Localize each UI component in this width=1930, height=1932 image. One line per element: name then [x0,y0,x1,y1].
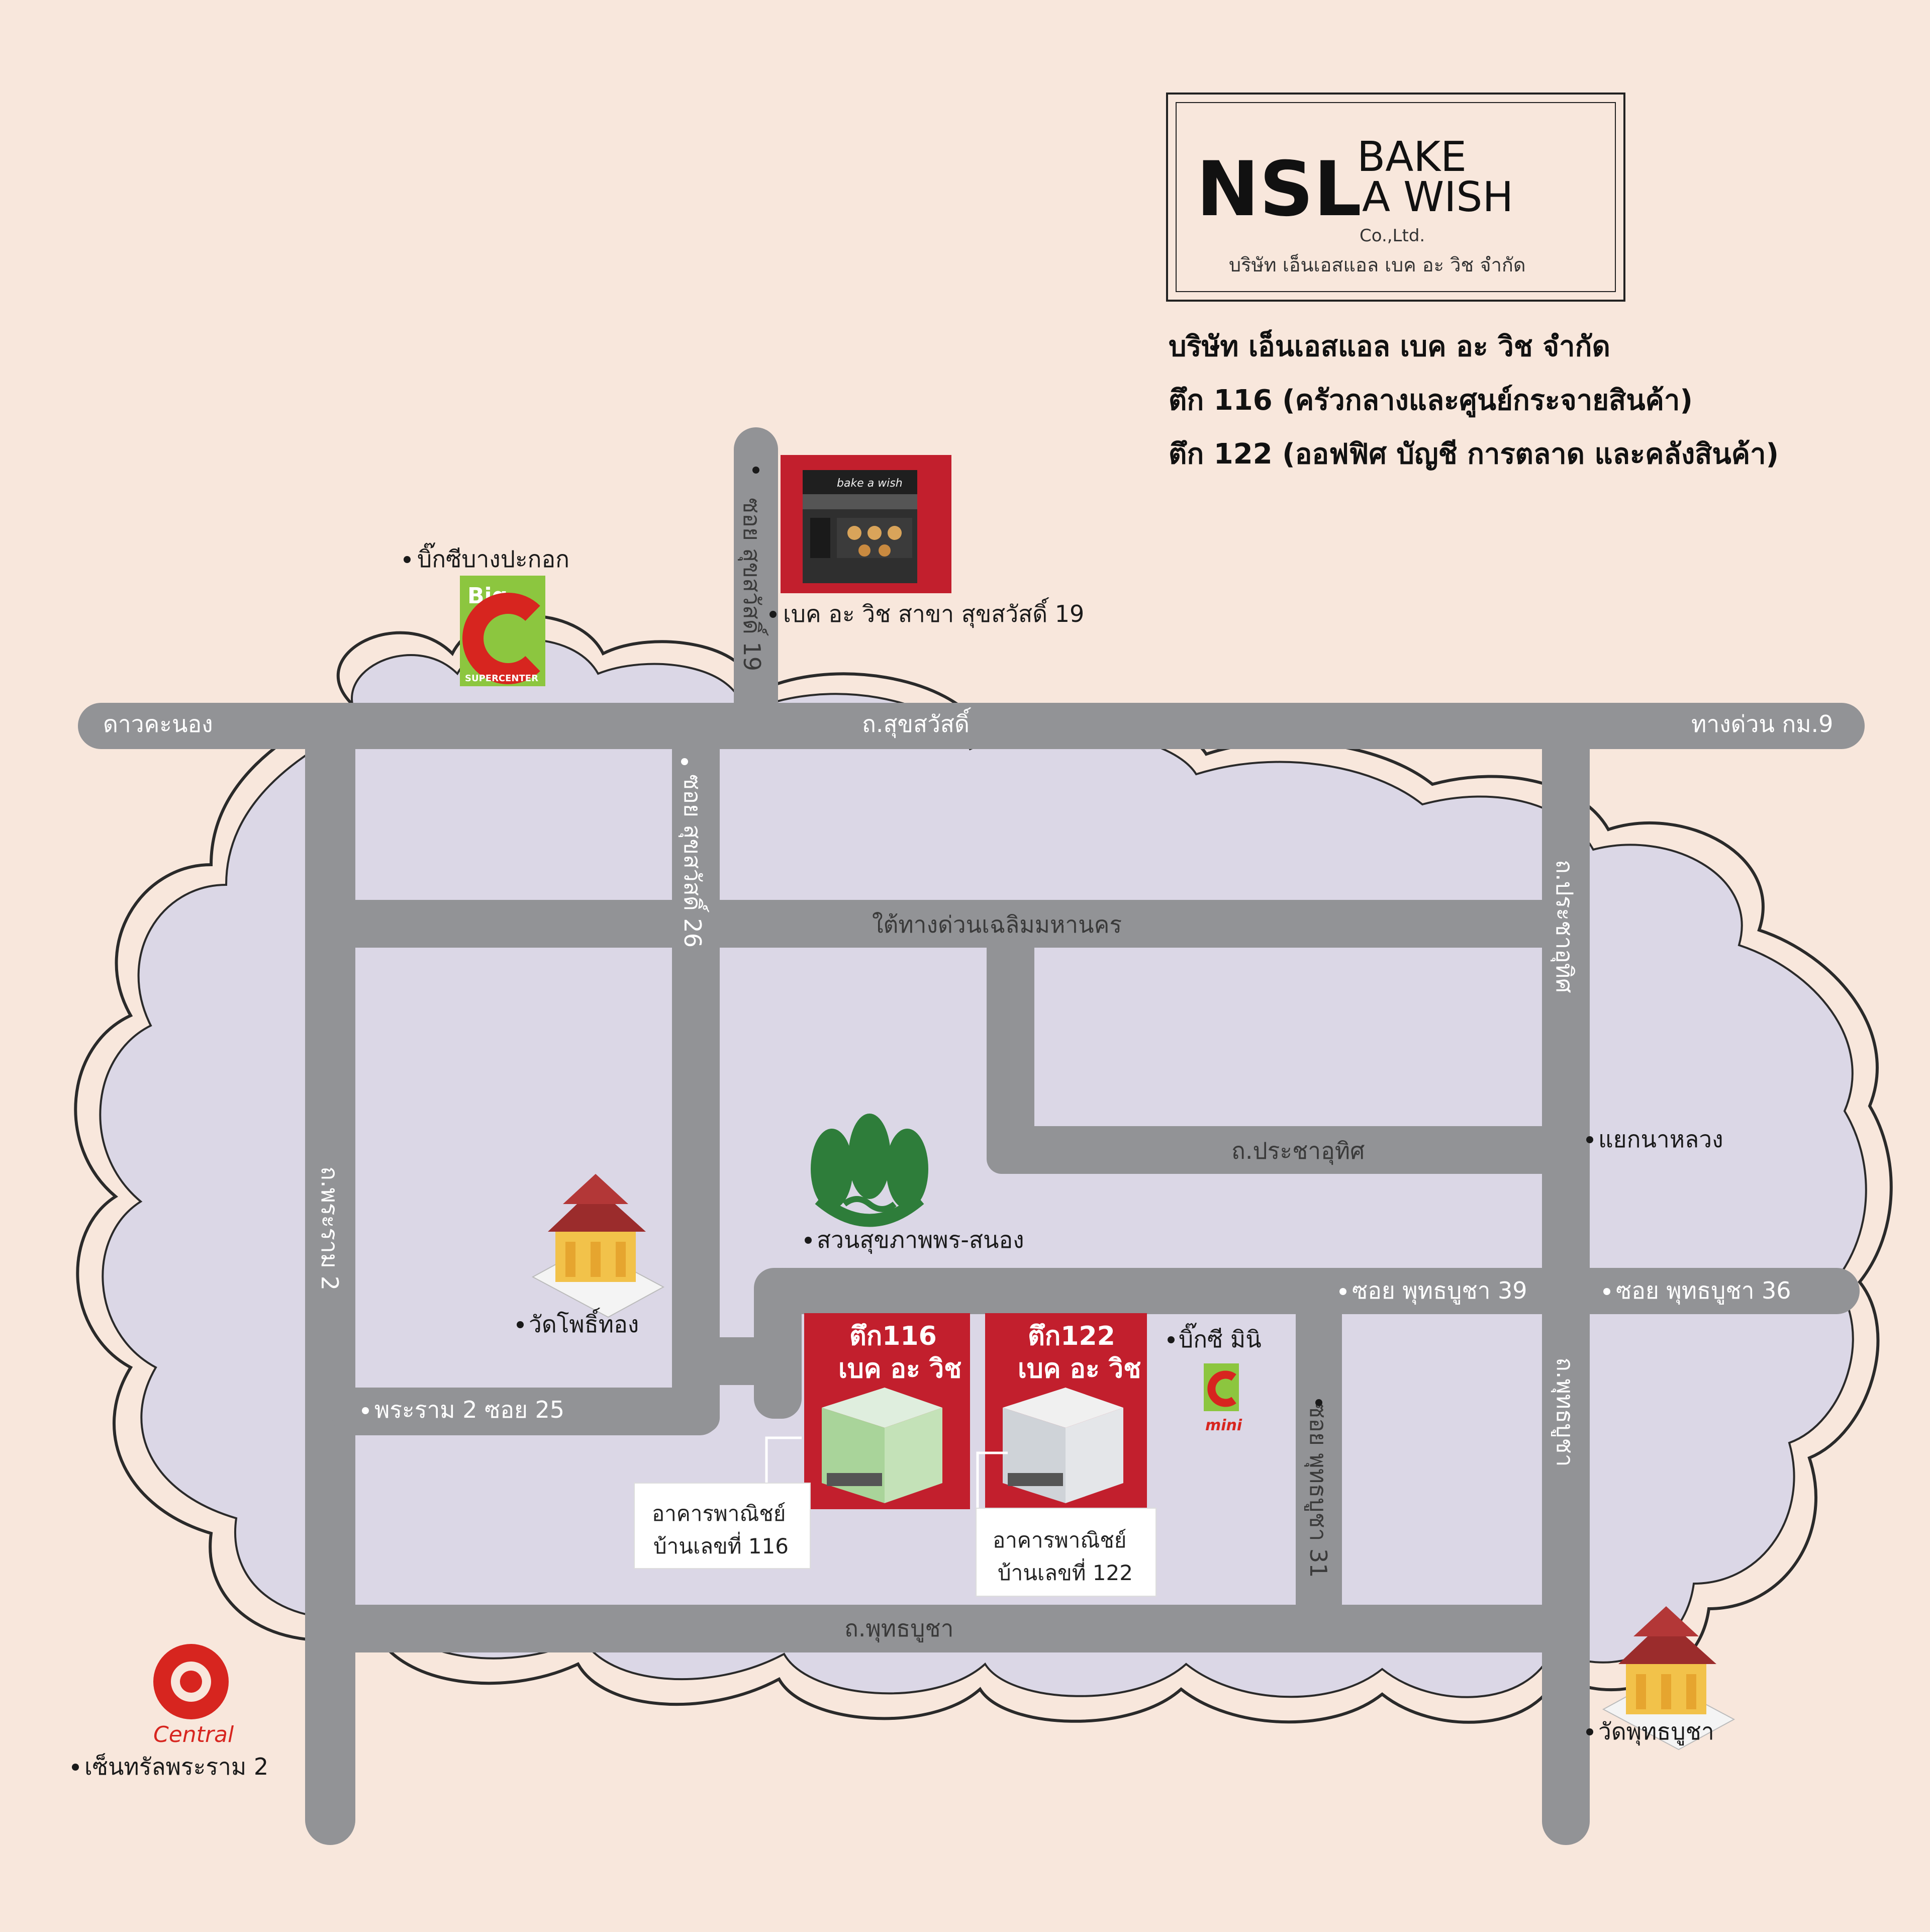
poi-wat-pho-thong: วัดโพธิ์ทอง [529,1308,639,1338]
caption-116-line1: อาคารพาณิชย์ [652,1501,786,1526]
logo-company-thai: บริษัท เอ็นเอสแอล เบค อะ วิช จำกัด [1229,253,1526,276]
label-phutthabucha-39: ซอย พุทธบูชา 39 [1352,1277,1527,1305]
logo-bake: BAKE [1357,133,1467,181]
label-sukhsawat: ถ.สุขสวัสดิ์ [862,707,971,739]
poi-yaek-na-luang: แยกนาหลวง [1598,1126,1723,1153]
label-phutthabucha-v: ถ.พุทธบูชา [1551,1357,1579,1466]
road-sukhsawat [78,703,1865,749]
info-line-1: บริษัท เอ็นเอสแอล เบค อะ วิช จำกัด [1169,329,1610,363]
label-expressway-km9: ทางด่วน กม.9 [1691,710,1833,738]
label-under-expressway: ใต้ทางด่วนเฉลิมมหานคร [872,911,1122,938]
poi-bigc-mini: บิ๊กซี มินิ [1179,1323,1262,1353]
building-122-marker: ตึก122 เบค อะ วิช [985,1313,1147,1509]
road-soi-phutthabucha-31 [1296,1297,1342,1619]
road-labels: ดาวคะนอง ถ.สุขสวัสดิ์ ทางด่วน กม.9 ใต้ทา… [103,498,1833,1643]
caption-116: อาคารพาณิชย์ บ้านเลขที่ 116 [634,1436,811,1569]
label-rama2: ถ.พระราม 2 [316,1166,343,1291]
logo-co-ltd: Co.,Ltd. [1360,226,1425,246]
poi-wat-phutthabucha: วัดพุทธบูชา [1598,1718,1714,1746]
poi-bigc-bangpakok: บิ๊กซีบางปะกอก [417,542,569,573]
road-phutthabucha-h [332,1605,1578,1652]
label-pracha-uthit-v: ถ.ประชาอุทิศ [1550,860,1578,993]
label-soi-sukhsawat-19: ซอย สุขสวัสดิ์ 19 [737,498,768,671]
road-bullets-dark [752,467,1322,1406]
label-soi-phutthabucha-31: ซอย พุทธบูชา 31 [1304,1403,1332,1578]
poi-park: สวนสุขภาพพร-สนอง [817,1226,1024,1254]
poi-central-rama2: เซ็นทรัลพระราม 2 [84,1753,268,1780]
label-dao-khanong: ดาวคะนอง [103,710,213,738]
company-info: บริษัท เอ็นเอสแอล เบค อะ วิช จำกัด ตึก 1… [1169,329,1779,471]
label-rama2-soi25: พระราม 2 ซอย 25 [374,1396,564,1423]
company-logo: NSL BAKE A WISH Co.,Ltd. บริษัท เอ็นเอสแ… [1166,93,1625,302]
poi-bake-branch: เบค อะ วิช สาขา สุขสวัสดิ์ 19 [783,597,1084,628]
b116-title-1: ตึก116 [849,1321,937,1351]
temple-icon-wat-pho-thong [531,1174,665,1318]
label-phutthabucha-h: ถ.พุทธบูชา [844,1615,953,1643]
road-under-expressway [332,900,1578,948]
road-network [78,427,1865,1845]
road-rama2-soi25 [332,1388,720,1435]
b116-title-2: เบค อะ วิช [838,1354,961,1384]
road-connector-vertical [987,925,1034,1166]
park-icon [811,1114,928,1227]
bigc-mini-logo: mini [1204,1363,1242,1434]
building-116-marker: ตึก116 เบค อะ วิช [804,1313,970,1509]
road-soi-link-b [694,1337,794,1385]
central-word: Central [153,1722,234,1747]
road-phutthabucha-39 [754,1268,1860,1314]
poi-bullets [72,556,1593,1771]
logo-nsl: NSL [1196,146,1362,233]
road-rama2 [305,724,355,1845]
caption-122-line2: บ้านเลขที่ 122 [998,1558,1133,1585]
logo-wish: A WISH [1362,173,1513,221]
temple-icon-wat-phutthabucha [1602,1606,1735,1751]
caption-122-line1: อาคารพาณิชย์ [993,1528,1126,1552]
road-pracha-uthit-h [987,1126,1590,1174]
label-pracha-uthit-h: ถ.ประชาอุทิศ [1231,1137,1365,1165]
bake-branch-marker: bake a wish [781,455,951,593]
info-line-3: ตึก 122 (ออฟฟิศ บัญชี การตลาด และคลังสิน… [1169,438,1779,471]
road-soi-sukhsawat-19 [734,427,778,729]
bigc-supercenter-logo: Big SUPERCENTER [460,576,545,686]
info-line-2: ตึก 116 (ครัวกลางและศูนย์กระจายสินค้า) [1169,384,1693,418]
label-phutthabucha-36: ซอย พุทธบูชา 36 [1616,1277,1791,1305]
road-bullets [362,758,1610,1414]
caption-122: อาคารพาณิชย์ บ้านเลขที่ 122 [976,1451,1156,1597]
central-logo: Central [153,1644,234,1747]
b122-title-2: เบค อะ วิช [1018,1354,1141,1384]
bigc-supercenter-word: SUPERCENTER [465,673,538,684]
b122-title-1: ตึก122 [1028,1321,1115,1351]
shop-sign: bake a wish [837,477,903,490]
caption-116-line2: บ้านเลขที่ 116 [653,1532,789,1558]
bigc-mini-word: mini [1205,1417,1242,1434]
label-soi-sukhsawat-26: ซอย สุขสวัสดิ์ 26 [678,774,709,948]
